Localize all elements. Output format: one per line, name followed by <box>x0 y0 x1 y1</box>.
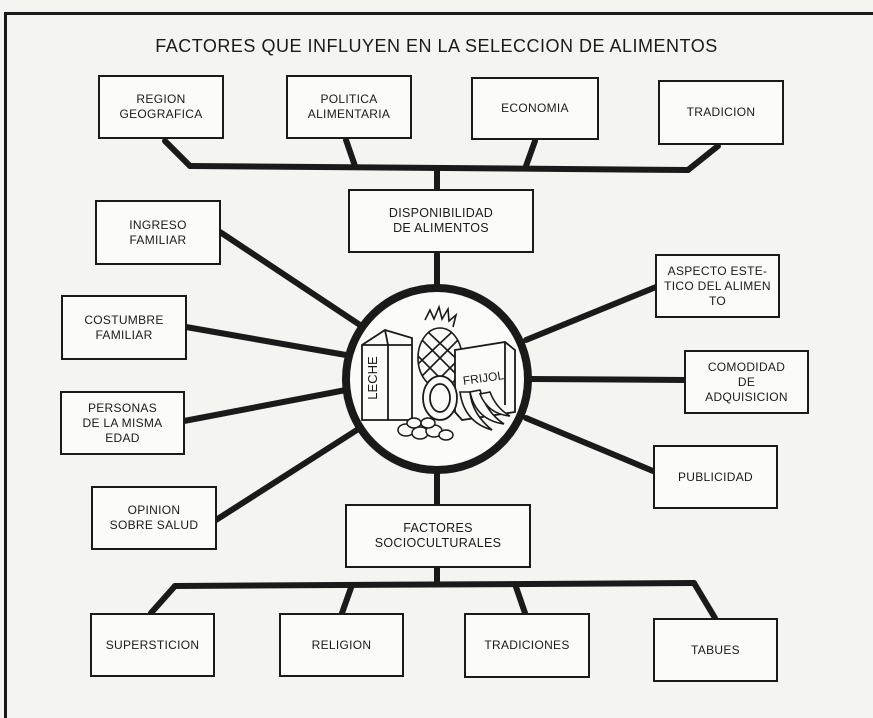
connector-bottom-1 <box>148 583 178 616</box>
spoke-left-4 <box>213 425 363 523</box>
bean-box-label: FRIJOL <box>462 368 505 388</box>
milk-carton-label: LECHE <box>365 356 380 400</box>
can-icon <box>422 375 458 421</box>
factor-comodidad-adquisicion: COMODIDAD DE ADQUISICION <box>684 350 809 414</box>
factor-religion: RELIGION <box>279 613 404 677</box>
spoke-right-3 <box>523 415 656 474</box>
spoke-left-1 <box>217 229 363 328</box>
spoke-left-2 <box>183 324 349 358</box>
factor-economia: ECONOMIA <box>471 77 599 140</box>
factor-aspecto-estetico: ASPECTO ESTE- TICO DEL ALIMEN TO <box>655 254 780 318</box>
potatoes-icon <box>397 417 454 441</box>
spoke-left-3 <box>181 387 349 424</box>
connector-bottom-bar <box>172 580 697 589</box>
connector-bottom-3 <box>512 581 528 616</box>
spoke-right-1 <box>523 284 659 343</box>
hub-factores-socioculturales: FACTORES SOCIOCULTURALES <box>345 504 531 568</box>
connector-bottom-4 <box>691 580 718 621</box>
factor-supersticion: SUPERSTICION <box>90 613 215 677</box>
spoke-right-2 <box>527 376 689 383</box>
factor-opinion-sobre-salud: OPINION SOBRE SALUD <box>91 486 217 550</box>
factor-ingreso-familiar: INGRESO FAMILIAR <box>95 200 221 265</box>
hub-disponibilidad-alimentos: DISPONIBILIDAD DE ALIMENTOS <box>348 189 534 253</box>
factor-region-geografica: REGION GEOGRAFICA <box>98 75 224 139</box>
factor-tabues: TABUES <box>653 618 778 682</box>
factor-publicidad: PUBLICIDAD <box>653 445 778 509</box>
connector-top-2 <box>343 137 358 169</box>
factor-costumbre-familiar: COSTUMBRE FAMILIAR <box>61 295 187 360</box>
connector-top-3 <box>523 138 538 169</box>
factor-tradicion: TRADICION <box>658 80 784 145</box>
factor-personas-misma-edad: PERSONAS DE LA MISMA EDAD <box>60 391 185 455</box>
factor-politica-alimentaria: POLITICA ALIMENTARIA <box>286 75 412 139</box>
milk-carton-icon <box>361 329 413 421</box>
factor-tradiciones: TRADICIONES <box>464 613 590 678</box>
food-illustration: LECHE FRIJOL <box>342 284 532 474</box>
banana-icon <box>459 389 511 431</box>
diagram-frame <box>4 12 873 718</box>
connector-top-1 <box>162 138 193 169</box>
diagram-title: FACTORES QUE INFLUYEN EN LA SELECCION DE… <box>155 36 718 56</box>
connector-bottom-2 <box>339 582 355 616</box>
connector-top-4 <box>685 143 721 173</box>
